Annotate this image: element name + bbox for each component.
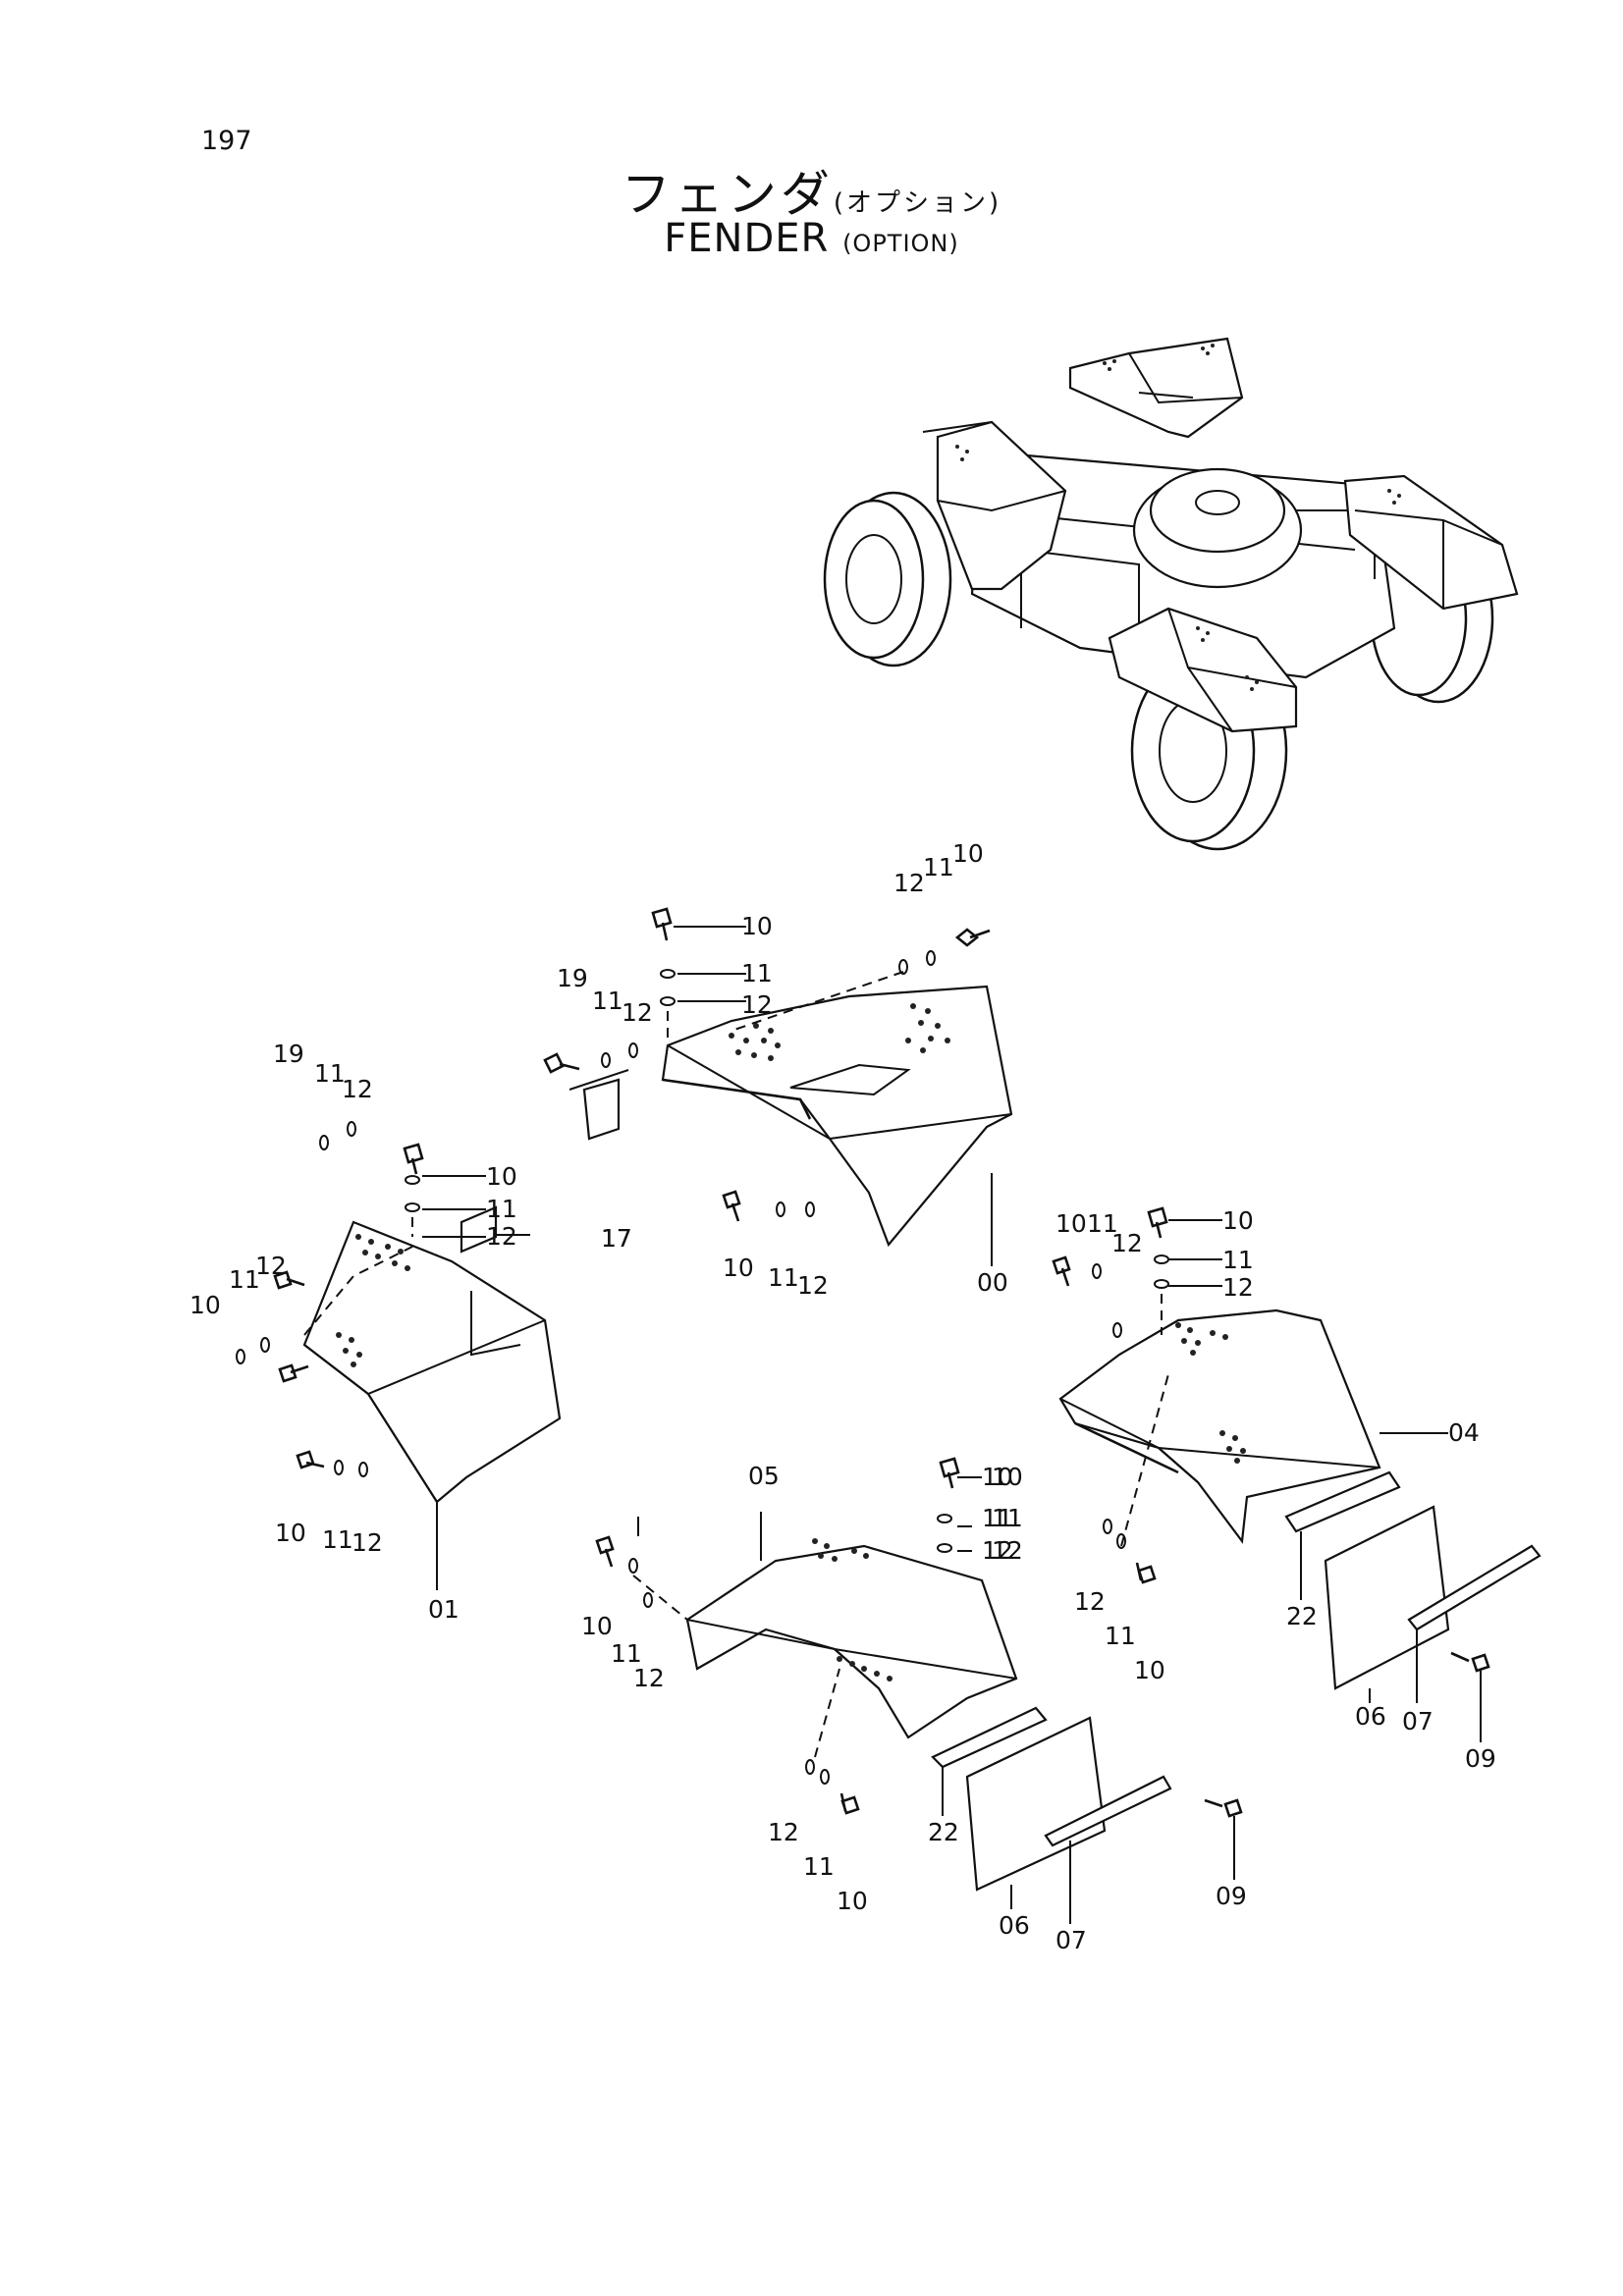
callout-07: 07 — [1402, 1707, 1434, 1735]
callout-12: 12 — [352, 1528, 383, 1557]
callout-11: 11 — [803, 1852, 835, 1881]
machine-overview-illustration — [823, 337, 1519, 851]
callout-12: 12 — [797, 1271, 829, 1300]
callout-12: 12 — [486, 1222, 517, 1251]
callout-12: 12 — [982, 1536, 1013, 1565]
fasteners — [236, 907, 1490, 1818]
callout-12: 12 — [1074, 1587, 1106, 1616]
callout-17: 17 — [601, 1224, 632, 1253]
callout-10: 10 — [992, 1463, 1023, 1491]
title-japanese: フェンダ(オプション) — [0, 155, 1623, 226]
fender-part-01 — [302, 1220, 562, 1504]
callout-05: 05 — [748, 1462, 780, 1490]
callout-10: 10 — [952, 839, 984, 868]
callout-12: 12 — [992, 1536, 1023, 1565]
callout-labels: 10 11 12 12 11 10 19 11 12 17 10 11 12 0… — [189, 839, 1496, 1954]
title-jp-sub: (オプション) — [833, 188, 1002, 218]
callout-11: 11 — [982, 1504, 1013, 1532]
page-number: 197 — [201, 126, 252, 156]
fender-part-00 — [661, 985, 1013, 1248]
callout-17: 17 — [601, 1224, 632, 1253]
callout-11: 11 — [992, 1504, 1023, 1532]
callout-07: 07 — [1055, 1926, 1087, 1954]
callout-22: 22 — [928, 1818, 959, 1846]
callout-10: 10 — [741, 912, 773, 940]
title-english: FENDER (OPTION) — [0, 216, 1623, 261]
callout-11: 11 — [322, 1525, 353, 1554]
callout-11: 11 — [923, 853, 954, 881]
callout-10: 10 — [189, 1291, 221, 1319]
callout-11: 11 — [592, 987, 623, 1015]
callout-12: 12 — [768, 1818, 799, 1846]
callout-22: 22 — [1286, 1602, 1318, 1630]
callout-12: 12 — [893, 869, 925, 897]
title-en-main: FENDER — [664, 216, 830, 261]
callout-19: 19 — [557, 964, 588, 992]
callout-01: 01 — [428, 1595, 460, 1624]
callout-12: 12 — [1111, 1229, 1143, 1257]
callout-11: 11 — [314, 1059, 346, 1088]
callout-10: 10 — [837, 1887, 868, 1915]
callout-11: 11 — [1087, 1209, 1118, 1238]
callout-10: 10 — [982, 1463, 1013, 1491]
callout-11: 11 — [1105, 1622, 1136, 1650]
callout-10: 10 — [723, 1254, 754, 1282]
callout-09: 09 — [1216, 1882, 1247, 1910]
callout-11: 11 — [741, 959, 773, 988]
callout-12: 12 — [255, 1252, 287, 1280]
callout-11: 11 — [229, 1265, 260, 1294]
mudflap-assembly-left — [931, 1706, 1172, 1892]
fender-part-04 — [1058, 1308, 1381, 1544]
callout-12: 12 — [741, 990, 773, 1019]
callout-09: 09 — [1465, 1744, 1496, 1773]
callout-06: 06 — [1355, 1702, 1386, 1731]
mudflap-assembly-right — [1284, 1470, 1542, 1690]
callout-10: 10 — [581, 1612, 613, 1640]
callout-04: 04 — [1448, 1418, 1480, 1447]
callout-10: 10 — [486, 1162, 517, 1191]
title-jp-main: フェンダ — [621, 166, 834, 223]
callout-12: 12 — [633, 1664, 665, 1692]
leader-lines — [422, 926, 1482, 1924]
callout-12: 12 — [1222, 1273, 1254, 1302]
callout-11: 11 — [768, 1263, 799, 1292]
callout-11: 11 — [611, 1639, 642, 1668]
callout-19: 19 — [273, 1040, 304, 1068]
callout-10: 10 — [1222, 1206, 1254, 1235]
callout-11: 11 — [486, 1195, 517, 1223]
callout-00: 00 — [977, 1268, 1008, 1297]
callout-10: 10 — [1134, 1656, 1165, 1684]
callout-12: 12 — [342, 1075, 373, 1103]
callout-11: 11 — [1222, 1246, 1254, 1274]
fender-part-05 — [685, 1538, 1018, 1739]
callout-10: 10 — [1055, 1209, 1087, 1238]
title-en-sub: (OPTION) — [842, 230, 959, 257]
callout-10: 10 — [275, 1519, 306, 1547]
callout-06: 06 — [999, 1911, 1030, 1940]
callout-12: 12 — [622, 998, 653, 1027]
bracket-part-17 — [460, 1069, 629, 1254]
